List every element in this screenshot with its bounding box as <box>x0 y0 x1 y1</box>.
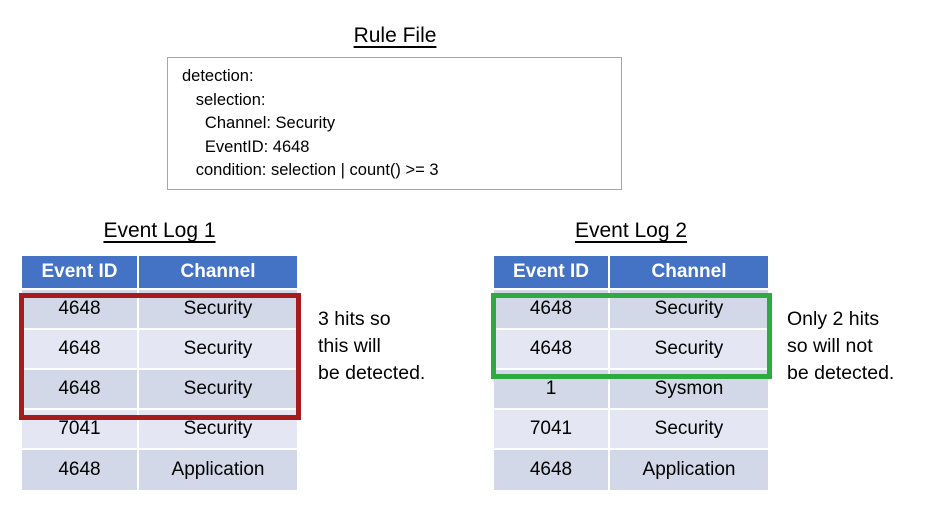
event-log-2-table: Event ID Channel 4648 Security 4648 Secu… <box>494 256 768 490</box>
table-row: 4648 Security <box>22 290 297 330</box>
cell-channel: Application <box>139 450 297 490</box>
cell-channel: Security <box>139 370 297 410</box>
event-log-1-table: Event ID Channel 4648 Security 4648 Secu… <box>22 256 297 490</box>
table-header-row: Event ID Channel <box>494 256 768 290</box>
cell-event-id: 1 <box>494 370 610 410</box>
event-log-2-title: Event Log 2 <box>574 219 688 242</box>
table-row: 4648 Application <box>494 450 768 490</box>
cell-channel: Security <box>139 410 297 450</box>
column-header-channel: Channel <box>610 256 768 290</box>
table-row: 1 Sysmon <box>494 370 768 410</box>
cell-channel: Application <box>610 450 768 490</box>
cell-event-id: 4648 <box>22 330 139 370</box>
cell-event-id: 4648 <box>22 290 139 330</box>
cell-event-id: 7041 <box>494 410 610 450</box>
cell-channel: Security <box>610 290 768 330</box>
cell-event-id: 4648 <box>494 450 610 490</box>
cell-channel: Security <box>139 290 297 330</box>
cell-channel: Security <box>139 330 297 370</box>
table-header-row: Event ID Channel <box>22 256 297 290</box>
table-row: 4648 Security <box>494 290 768 330</box>
column-header-channel: Channel <box>139 256 297 290</box>
cell-event-id: 4648 <box>494 290 610 330</box>
table-row: 4648 Security <box>494 330 768 370</box>
table-row: 7041 Security <box>494 410 768 450</box>
cell-channel: Security <box>610 330 768 370</box>
cell-channel: Security <box>610 410 768 450</box>
table-row: 7041 Security <box>22 410 297 450</box>
column-header-event-id: Event ID <box>494 256 610 290</box>
rule-file-code: detection: selection: Channel: Security … <box>182 67 439 179</box>
cell-event-id: 4648 <box>22 450 139 490</box>
event-log-1-title: Event Log 1 <box>103 219 216 242</box>
table-row: 4648 Security <box>22 330 297 370</box>
event-log-1-annotation: 3 hits so this will be detected. <box>318 308 426 384</box>
cell-channel: Sysmon <box>610 370 768 410</box>
rule-file-box: detection: selection: Channel: Security … <box>167 57 622 190</box>
event-log-2-annotation: Only 2 hits so will not be detected. <box>787 308 895 384</box>
column-header-event-id: Event ID <box>22 256 139 290</box>
cell-event-id: 7041 <box>22 410 139 450</box>
table-row: 4648 Security <box>22 370 297 410</box>
rule-file-title: Rule File <box>353 24 437 47</box>
cell-event-id: 4648 <box>494 330 610 370</box>
table-row: 4648 Application <box>22 450 297 490</box>
cell-event-id: 4648 <box>22 370 139 410</box>
